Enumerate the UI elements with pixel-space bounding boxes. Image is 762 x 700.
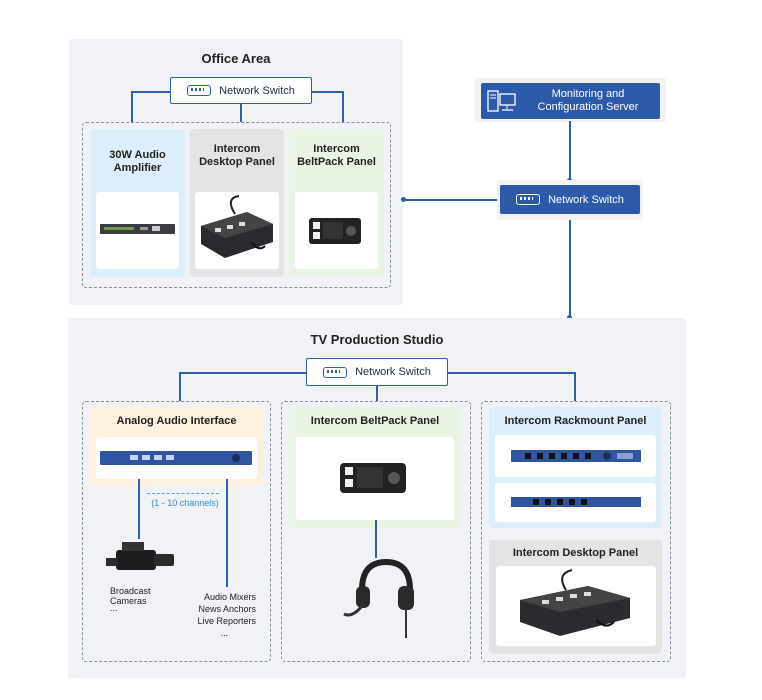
office-beltpack-image-frame <box>295 192 378 269</box>
rackmount-image-frame-2 <box>495 483 656 522</box>
beltpack-title: Intercom BeltPack Panel <box>310 415 440 427</box>
beltpack-device-icon <box>340 463 406 493</box>
headset-icon <box>343 558 414 638</box>
network-switch-icon <box>323 366 348 378</box>
desktop-panel-icon <box>201 195 273 258</box>
analog-interface-device-icon <box>100 451 252 465</box>
office-desktop-image-frame <box>195 192 279 269</box>
server-icon <box>487 90 516 112</box>
rackmount-image-frame-1 <box>495 435 656 477</box>
amplifier-title: 30W Audio Amplifier <box>109 149 166 174</box>
analog-title: Analog Audio Interface <box>116 415 237 427</box>
rackmount-device-icon <box>511 497 641 507</box>
studio-network-switch: Network Switch <box>306 358 448 386</box>
rackmount-group <box>481 401 671 662</box>
camera-label-1: Broadcast <box>110 586 151 596</box>
amplifier-device-icon <box>100 224 175 234</box>
channels-label: (1 - 10 channels) <box>151 498 219 508</box>
core-network-switch: Network Switch <box>500 185 640 214</box>
camera-label-2: Cameras <box>110 596 147 606</box>
output-label-2: News Anchors <box>198 604 256 614</box>
server-label: Monitoring and Configuration Server <box>537 88 639 113</box>
office-devices-group <box>82 122 391 288</box>
camera-label-3: ... <box>110 603 118 613</box>
office-area-title: Office Area <box>201 51 271 66</box>
monitoring-server: Monitoring and Configuration Server <box>481 83 660 119</box>
desktop-panel-icon <box>520 569 630 636</box>
output-label-3: Live Reporters <box>197 616 256 626</box>
core-switch-label: Network Switch <box>548 193 624 206</box>
network-switch-icon <box>516 194 541 205</box>
studio-switch-label: Network Switch <box>355 366 431 378</box>
rackmount-title: Intercom Rackmount Panel <box>504 415 647 427</box>
office-desktop-title: Intercom Desktop Panel <box>199 143 275 168</box>
rackmount-device-icon <box>511 450 641 462</box>
office-beltpack-title: Intercom BeltPack Panel <box>297 143 376 168</box>
office-switch-label: Network Switch <box>219 84 295 97</box>
amplifier-image-frame <box>96 192 179 269</box>
network-switch-icon <box>187 85 212 96</box>
office-network-switch: Network Switch <box>170 77 312 104</box>
beltpack-image-frame <box>296 437 454 520</box>
beltpack-device-icon <box>309 218 361 244</box>
analog-image-frame <box>96 437 257 479</box>
analog-group <box>82 401 271 662</box>
beltpack-group <box>281 401 471 662</box>
studio-desktop-title: Intercom Desktop Panel <box>512 547 639 559</box>
studio-area-title: TV Production Studio <box>310 332 444 347</box>
output-label-4: ... <box>220 628 228 638</box>
output-label-1: Audio Mixers <box>203 592 256 602</box>
camera-icon <box>106 542 174 570</box>
studio-desktop-image-frame <box>496 566 656 646</box>
